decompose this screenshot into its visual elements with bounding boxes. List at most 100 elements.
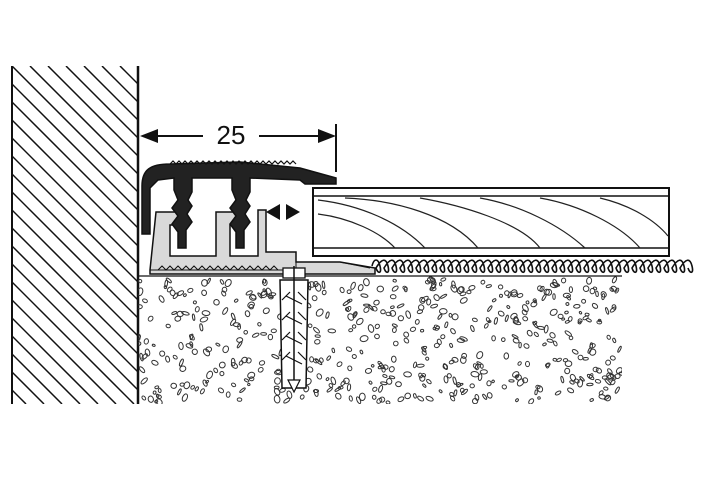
- speckle: [236, 397, 243, 402]
- speckle: [433, 342, 440, 349]
- speckle: [221, 290, 227, 297]
- speckle: [486, 380, 492, 387]
- speckle: [221, 286, 228, 293]
- hatch-line: [12, 226, 138, 356]
- speckle: [528, 398, 535, 404]
- speckle: [385, 311, 392, 317]
- speckle: [202, 348, 211, 357]
- speckle: [476, 361, 482, 366]
- speckle: [357, 284, 364, 292]
- speckle: [453, 389, 458, 397]
- speckle: [491, 335, 496, 342]
- speckle: [444, 321, 449, 329]
- speckle: [587, 347, 592, 354]
- speckle: [573, 303, 581, 309]
- speckle: [152, 390, 157, 395]
- screed-base: [138, 275, 622, 404]
- speckle: [178, 358, 184, 367]
- speckle: [157, 388, 162, 394]
- speckle: [181, 311, 190, 316]
- speckle: [155, 394, 162, 399]
- speckle: [510, 291, 519, 298]
- speckle: [154, 399, 159, 404]
- speckle: [326, 387, 333, 393]
- speckle: [452, 376, 457, 385]
- speckle: [609, 287, 615, 292]
- speckle: [412, 393, 417, 399]
- speckle: [215, 342, 221, 347]
- speckle: [440, 334, 446, 340]
- speckle: [588, 373, 594, 379]
- speckle: [545, 288, 553, 296]
- speckle: [159, 350, 166, 357]
- speckle: [313, 326, 320, 334]
- speckle: [274, 377, 281, 385]
- speckle: [346, 383, 352, 392]
- speckle: [389, 310, 397, 317]
- speckle: [376, 397, 383, 404]
- speckle: [523, 343, 530, 349]
- speckle: [579, 376, 585, 382]
- speckle: [260, 332, 267, 336]
- speckle: [178, 341, 184, 351]
- speckle: [501, 384, 507, 390]
- speckle: [451, 356, 459, 363]
- speckle: [314, 334, 321, 338]
- speckle: [578, 310, 583, 315]
- speckle: [190, 385, 196, 390]
- speckle: [617, 345, 622, 353]
- speckle: [581, 298, 587, 304]
- speckle: [335, 392, 342, 400]
- speckle: [470, 324, 475, 333]
- speckle: [351, 354, 357, 359]
- speckle: [201, 279, 208, 287]
- speckle: [426, 276, 434, 284]
- speckle: [557, 313, 564, 320]
- speckle: [421, 373, 427, 378]
- speckle: [330, 376, 337, 386]
- hatch-line: [12, 66, 138, 194]
- speckle: [325, 377, 330, 381]
- speckle: [456, 286, 464, 295]
- speckle: [449, 342, 454, 348]
- speckle: [191, 348, 198, 355]
- speckle: [177, 388, 182, 396]
- speckle: [363, 278, 370, 287]
- speckle: [370, 364, 375, 368]
- speckle: [395, 381, 402, 388]
- speckle: [466, 289, 472, 295]
- speckle: [425, 356, 430, 361]
- speckle: [443, 375, 449, 384]
- speckle: [187, 287, 194, 293]
- speckle: [237, 323, 242, 330]
- speckle: [389, 294, 397, 300]
- speckle: [244, 310, 251, 318]
- speckle: [390, 355, 397, 363]
- speckle: [245, 290, 253, 296]
- speckle: [512, 371, 520, 378]
- speckle: [426, 298, 432, 306]
- speckle: [230, 357, 236, 367]
- speckle: [510, 289, 518, 296]
- speckle: [179, 365, 187, 372]
- speckle: [459, 356, 467, 364]
- speckle: [363, 306, 370, 313]
- speckle: [138, 366, 146, 374]
- speckle: [482, 393, 488, 400]
- speckle: [239, 387, 246, 393]
- speckle: [552, 293, 556, 300]
- speckle: [350, 281, 356, 290]
- speckle: [270, 328, 277, 334]
- speckle: [522, 316, 529, 322]
- speckle: [377, 360, 383, 367]
- speckle: [504, 314, 509, 322]
- speckle: [257, 322, 262, 327]
- speckle: [219, 279, 225, 285]
- speckle: [405, 310, 412, 319]
- speckle: [243, 378, 250, 383]
- hatch-line: [12, 262, 138, 392]
- speckle: [356, 317, 364, 326]
- speckle: [614, 287, 620, 294]
- speckle: [438, 389, 443, 394]
- speckle: [321, 280, 326, 289]
